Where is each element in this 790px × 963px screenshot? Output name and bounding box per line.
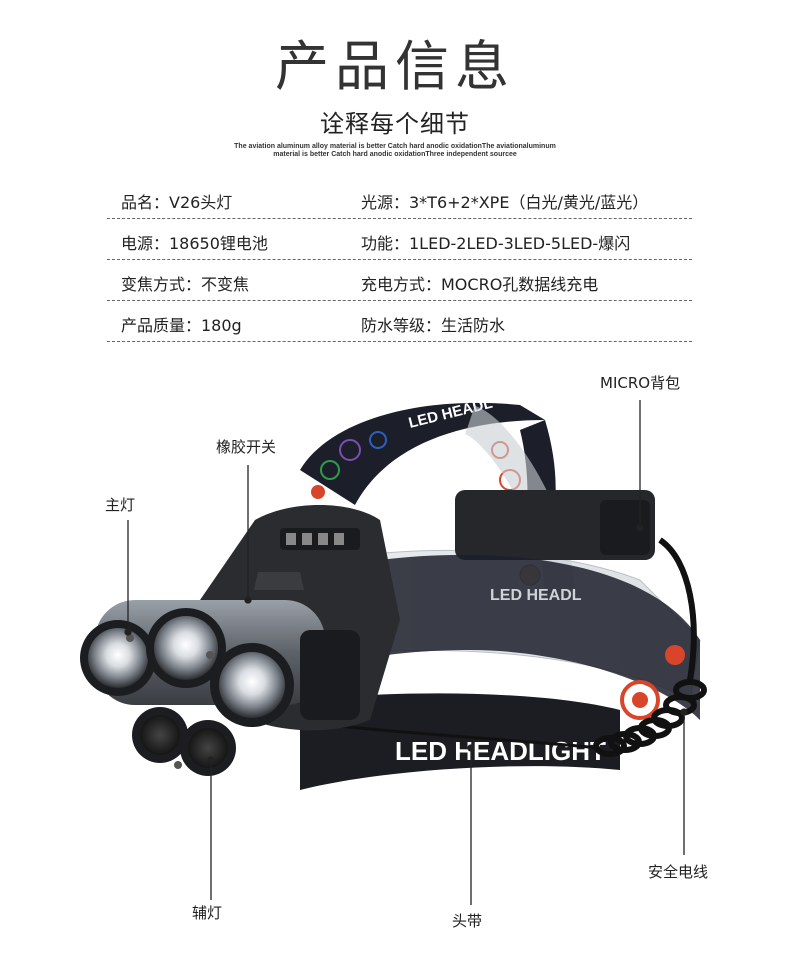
callout-lines xyxy=(124,400,688,905)
callout-safety-cable: 安全电线 xyxy=(648,863,709,881)
callout-aux-light: 辅灯 xyxy=(192,904,223,922)
spec-light-source: 光源：3*T6+2*XPE（白光/黄光/蓝光） xyxy=(361,193,649,212)
callout-rubber-switch: 橡胶开关 xyxy=(216,438,277,456)
main-lamp-cluster xyxy=(80,600,360,727)
callout-headband: 头带 xyxy=(452,912,483,930)
spec-row: 变焦方式：不变焦 充电方式：MOCRO孔数据线充电 xyxy=(107,260,692,301)
callout-micro-pack: MICRO背包 xyxy=(600,374,681,392)
spec-weight: 产品质量：180g xyxy=(121,316,242,335)
spec-power: 电源：18650锂电池 xyxy=(121,234,268,253)
rubber-switch-icon xyxy=(254,572,304,590)
spec-charging: 充电方式：MOCRO孔数据线充电 xyxy=(361,275,599,294)
spec-name: 品名：V26头灯 xyxy=(121,193,233,212)
lower-headband xyxy=(300,693,620,790)
page-title: 产品信息 xyxy=(275,35,515,98)
coiled-safety-cable xyxy=(329,537,707,757)
spec-waterproof: 防水等级：生活防水 xyxy=(361,316,506,335)
spec-function: 功能：1LED-2LED-3LED-5LED-爆闪 xyxy=(361,234,631,253)
spec-zoom: 变焦方式：不变焦 xyxy=(121,275,250,294)
spec-row: 品名：V26头灯 光源：3*T6+2*XPE（白光/黄光/蓝光） xyxy=(107,178,692,219)
band-print-front: LED HEADL xyxy=(490,587,582,604)
aux-lamp-cluster xyxy=(132,707,236,776)
spec-row: 产品质量：180g 防水等级：生活防水 xyxy=(107,301,692,342)
fine-print-line-1: The aviation aluminum alloy material is … xyxy=(234,143,556,150)
page-subtitle: 诠释每个细节 xyxy=(320,110,470,138)
callout-main-light: 主灯 xyxy=(105,496,136,514)
fine-print-line-2: material is better Catch hard anodic oxi… xyxy=(273,151,517,158)
rear-strap xyxy=(360,554,700,720)
spec-table: 品名：V26头灯 光源：3*T6+2*XPE（白光/黄光/蓝光） 电源：1865… xyxy=(107,178,692,342)
spec-row: 电源：18650锂电池 功能：1LED-2LED-3LED-5LED-爆闪 xyxy=(107,219,692,260)
